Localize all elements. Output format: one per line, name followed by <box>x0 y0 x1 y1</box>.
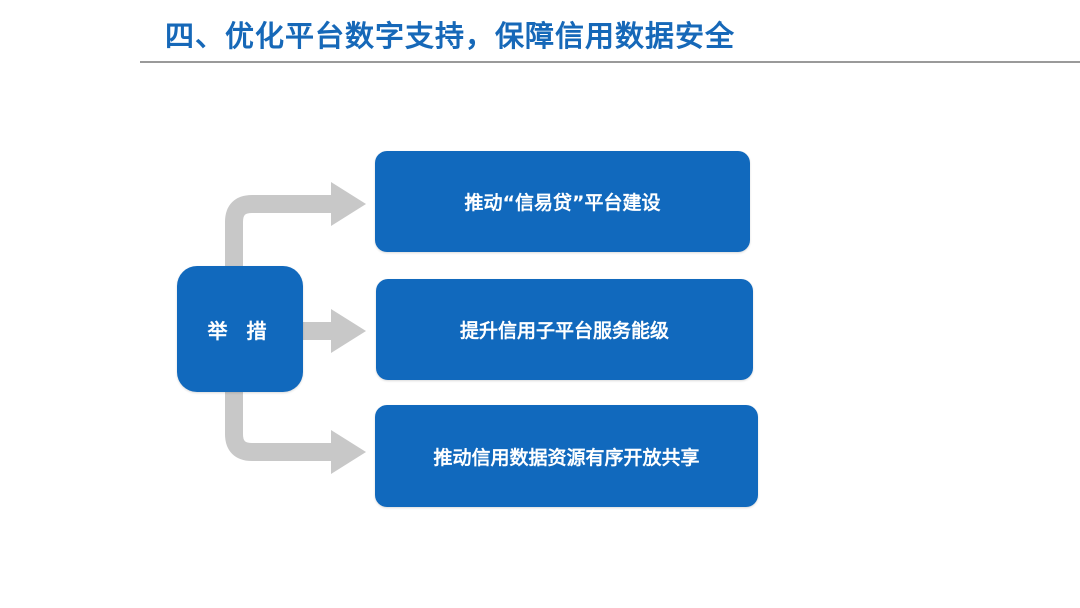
arrowhead-middle <box>331 309 366 353</box>
hub-box: 举 措 <box>177 266 303 392</box>
arrowhead-bottom <box>331 430 366 474</box>
arrowhead-top <box>331 182 366 226</box>
hub-label: 举 措 <box>207 318 273 343</box>
title-divider <box>140 61 1080 63</box>
measure-label-2: 提升信用子平台服务能级 <box>459 320 669 342</box>
measure-label-1: 推动“信易贷”平台建设 <box>464 192 661 214</box>
connector-arrow-top <box>225 195 333 266</box>
measure-box-3: 推动信用数据资源有序开放共享 <box>375 405 758 507</box>
measure-box-1: 推动“信易贷”平台建设 <box>375 151 750 252</box>
connector-arrow-bottom <box>225 392 333 461</box>
slide-title: 四、优化平台数字支持，保障信用数据安全 <box>165 19 736 53</box>
measure-box-2: 提升信用子平台服务能级 <box>376 279 753 380</box>
measure-label-3: 推动信用数据资源有序开放共享 <box>433 446 700 469</box>
